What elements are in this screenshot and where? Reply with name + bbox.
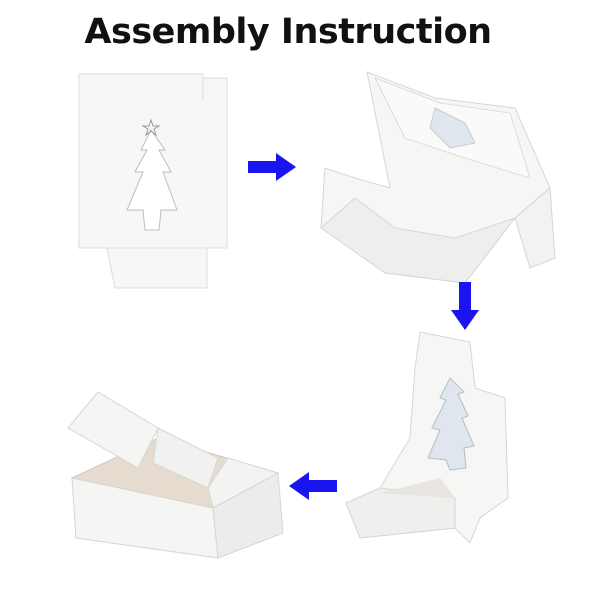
arrow-down-icon <box>450 280 480 332</box>
step-4-assembled-box <box>58 388 290 563</box>
arrow-left-icon <box>287 471 339 501</box>
step-3-folding-lid <box>340 328 525 553</box>
arrow-right-icon <box>246 152 298 182</box>
tree-window-icon <box>126 129 178 231</box>
page-title: Assembly Instruction <box>84 12 492 52</box>
step-2-folding-sides <box>315 68 560 293</box>
step-1-flat-box <box>75 70 235 295</box>
